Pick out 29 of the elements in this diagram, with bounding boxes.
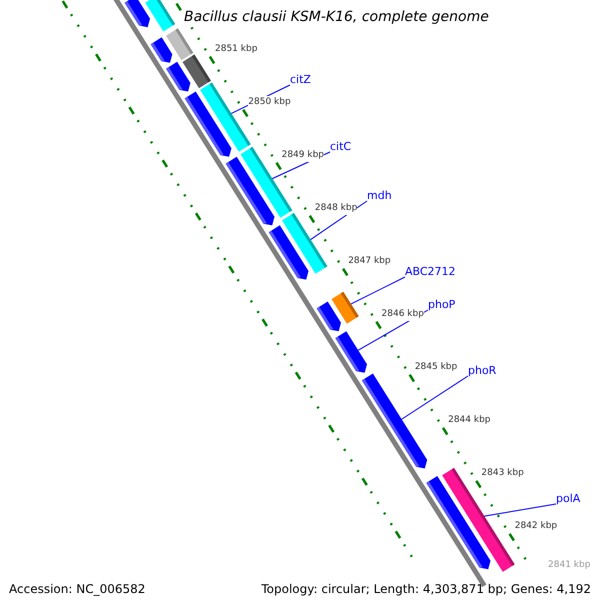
leader-line (350, 276, 406, 304)
scale-label: 2848 kbp (314, 202, 358, 216)
gene-feature (145, 0, 176, 32)
gene-feature (426, 476, 490, 570)
accession-text: Accession: NC_006582 (9, 583, 146, 596)
leader-line (484, 504, 556, 517)
scale-label: 2846 kbp (382, 308, 424, 322)
title: Bacillus clausii KSM-K16, complete genome (184, 8, 489, 26)
gene-feature (150, 37, 172, 63)
gene-label: phoP (428, 298, 456, 311)
gene-feature (184, 92, 232, 157)
gene-feature (166, 62, 190, 92)
scale-label: 2851 kbp (215, 43, 258, 56)
scale-label: 2841 kbp (548, 559, 590, 572)
genome-info-text: Topology: circular; Length: 4,303,871 bp; Genes: 4,192 (261, 583, 591, 596)
gene-label: mdh (367, 189, 392, 202)
gene-label: polA (556, 492, 580, 505)
gene-label: phoR (468, 364, 496, 377)
gene-feature (316, 302, 341, 332)
gene-feature (268, 225, 308, 280)
gene-feature (124, 0, 150, 28)
gene-label: ABC2712 (405, 265, 456, 278)
gene-feature (335, 331, 367, 373)
scale-label: 2849 kbp (282, 149, 324, 162)
gene-feature (226, 156, 274, 226)
gene-label: citZ (290, 73, 311, 86)
leader-line (401, 376, 468, 420)
gene-label: citC (330, 140, 352, 153)
gene-feature (362, 374, 428, 468)
